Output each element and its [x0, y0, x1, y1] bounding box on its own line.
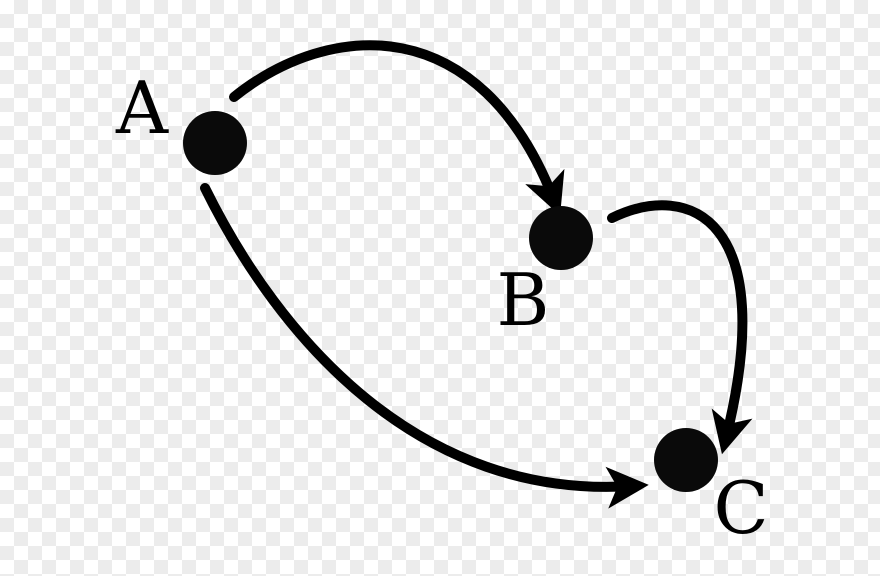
edge-a-to-b: [229, 40, 565, 216]
edge-a-to-c: [200, 183, 649, 509]
edge-b-to-c: [607, 200, 753, 455]
node-a: [183, 111, 247, 175]
node-c: [654, 428, 718, 492]
node-b: [529, 206, 593, 270]
node-c-label: C: [713, 466, 768, 550]
node-a-label: A: [115, 66, 169, 150]
node-b-label: B: [497, 258, 550, 342]
